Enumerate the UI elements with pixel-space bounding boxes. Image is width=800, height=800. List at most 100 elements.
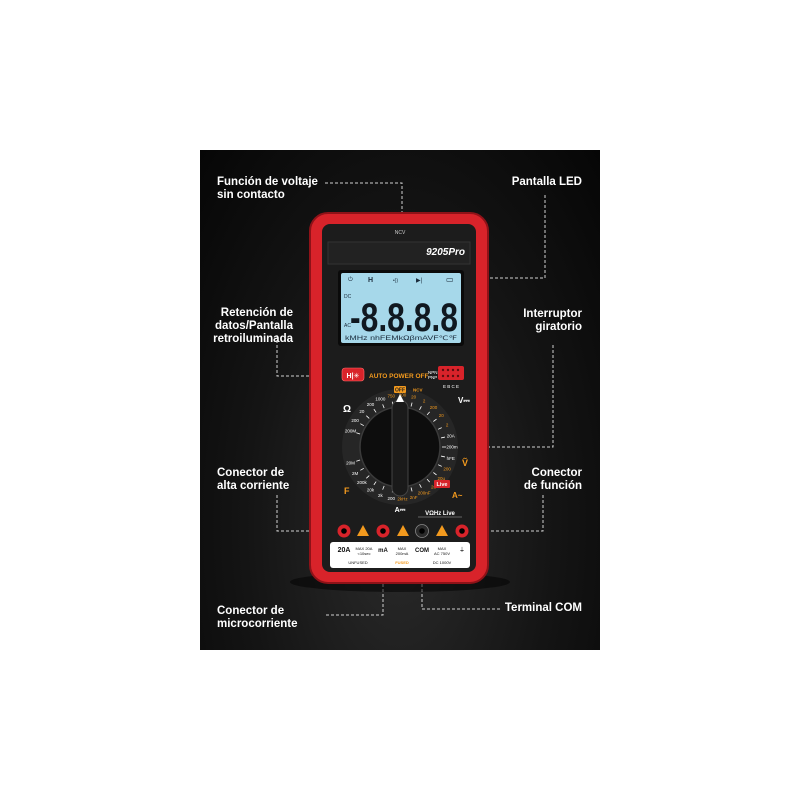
live-range-label: Live [436,482,447,488]
live-range-badge [434,480,450,488]
callout-high-current-jack: Conector de alta corriente [217,467,290,492]
dial-scale-label: 2u [431,484,437,489]
dial-tick [382,404,385,409]
off-position-label: OFF [395,388,405,394]
callout-ncv: Función de voltaje sin contacto [217,176,318,201]
label-com: COM [415,548,429,554]
dial-scale-label: 200m [446,445,458,450]
callout-rotary-switch: Interruptor giratorio [523,308,582,333]
dial-scale-label: 2M [352,471,359,476]
lcd-digits: -8.8.8.8 [350,296,458,340]
label-20a: 20A [338,547,351,554]
dial-scale-label: 20M [346,461,355,466]
lcd-units-row: kMHz nhFEMkΩβmAVF℃℉ [345,335,457,342]
npn-label: NPN [428,370,438,375]
spec-v-max: MAX [438,546,447,551]
spec-v-ac: AC 750V [434,551,450,556]
dial-scale-label: 2 [446,423,449,428]
dial-scale-label: 200M [345,429,357,434]
model-label: 9205Pro [426,247,465,258]
capacitance-symbol: F [344,486,350,496]
dial-tick [440,455,446,458]
auto-power-off-label: AUTO POWER OFF [369,373,428,380]
rotary-knob-grip[interactable] [391,399,409,497]
warning-icon [397,525,409,536]
multimeter: NCV 9205Pro ⏻ H •)) ▶| ▭ DC AC -8.8.8.8 … [290,212,510,592]
lcd-diode-icon: ▶| [416,278,423,284]
product-photo-background: Función de voltaje sin contacto Pantalla… [200,150,600,650]
dial-scale-label: 20A [447,433,455,438]
label-ma: mA [378,548,388,554]
dial-tick [437,427,442,430]
dc-voltage-symbol: V⎓ [458,396,470,405]
spec-20a-time: <10sec [357,551,370,556]
dial-scale-label: 20 [439,413,445,418]
dial-tick [419,484,422,488]
dial-scale-label: 200 [399,393,407,398]
lcd-display [341,273,461,343]
dial-scale-label: 20 [359,409,365,414]
lcd-ac-indicator: AC [344,323,351,329]
dial-scale-label: 200 [387,496,395,501]
lcd-dc-indicator: DC [344,294,352,300]
dial-tick [426,478,430,483]
hold-backlight-button[interactable] [341,367,365,382]
dial-scale-label: 2kHz [397,497,408,502]
spec-ma-max: MAX [398,546,407,551]
callout-micro-current-jack: Conector de microcorriente [217,605,298,630]
label-unfused: UNFUSED [348,560,367,565]
dc-current-symbol: A⎓ [395,507,406,514]
dial-scale-label: 200 [443,467,451,472]
hold-button-label: H|✳ [347,372,360,380]
dial-scale-label: hFE [447,456,455,461]
dial-scale-label: 1000 [375,396,386,401]
dial-scale-label: 200 [430,405,438,410]
dial-tick [433,418,437,422]
pnp-label: PNP [428,375,437,380]
dial-tick [437,464,442,467]
dial-scale-label: 200 [351,418,359,423]
lcd-hold-icon: H [368,277,373,284]
spec-20a-max: MAX 20A [356,546,373,551]
spec-ma-value: 200mA [396,551,409,556]
dial-tick [440,436,446,439]
dial-tick [360,423,365,427]
dial-scale-label: 200 [367,402,375,407]
callout-com-terminal: Terminal COM [504,602,582,614]
input-jacks [337,524,469,538]
ohm-range-symbol: Ω [343,404,351,415]
dial-tick [373,481,377,486]
dial-scale-label: 2 [423,399,426,404]
dial-scale-label: 750 [387,393,395,398]
dial-scale-label: 200k [357,480,368,485]
dial-tick [366,475,370,479]
transistor-socket[interactable] [438,366,464,380]
dial-tick [382,485,385,490]
warning-icon [357,525,369,536]
rotary-knob-pointer [396,394,404,402]
dial-scale-label: 2nF [410,495,418,500]
callout-function-jack: Conector de función [523,467,582,492]
dial-tick [410,402,413,407]
lcd-beep-icon: •)) [393,278,398,284]
lcd-battery-icon: ▭ [446,275,454,284]
dial-tick [433,472,437,476]
dial-tick [360,467,365,471]
dial-tick [373,408,377,413]
leader-com [421,539,500,610]
off-position-badge [394,386,406,393]
dial-scale-label: 20k [367,487,375,492]
dial-scale-label: 2k [378,493,384,498]
jack-spec-panel [330,542,470,568]
callout-led-display: Pantalla LED [511,176,582,188]
ac-current-symbol: A~ [452,491,463,500]
dial-tick [356,459,361,462]
dial-scale-label: 20u [438,476,446,481]
ncv-position-label: NCV [413,388,423,393]
ac-voltage-symbol: Ṽ [462,458,468,468]
dial-tick [410,487,413,492]
dial-scale-label: 200nF [418,491,431,496]
callout-hold-backlight: Retención de datos/Pantalla retroilumina… [213,307,293,345]
dial-tick [419,406,422,410]
